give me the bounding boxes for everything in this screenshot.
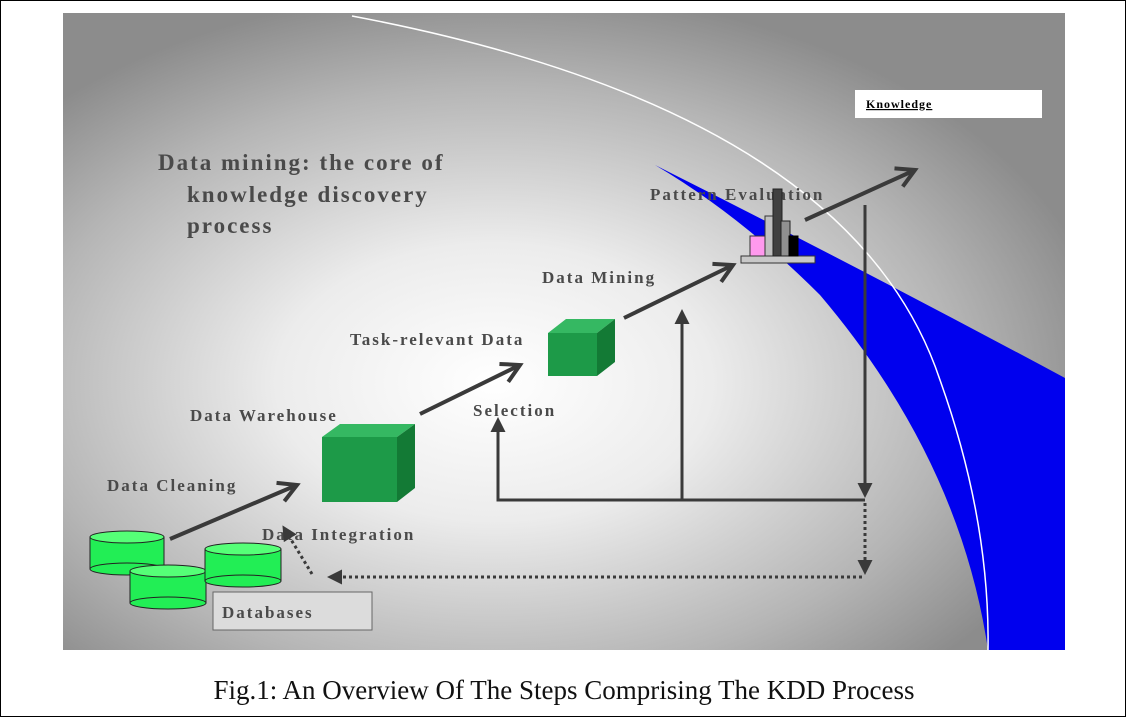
data-mining-label: Data Mining (542, 268, 656, 287)
database-cylinder-1 (89, 530, 165, 576)
arrow-databases-to-warehouse (169, 485, 297, 541)
curve-line (351, 15, 989, 651)
database-cylinder-3 (204, 542, 282, 588)
dotted-diagonal (282, 525, 314, 575)
feedback-bottom (490, 417, 865, 502)
bar-chart-icon (740, 188, 816, 264)
dotted-feedback (282, 503, 873, 585)
pattern-evaluation-label: Pattern Evaluation (650, 185, 824, 204)
arrow-task-to-mining (623, 265, 733, 320)
data-warehouse-cube (322, 424, 415, 502)
flow-arrows (169, 170, 915, 541)
selection-label: Selection (473, 401, 556, 420)
databases-label: Databases (222, 603, 314, 622)
figure-caption: Fig.1: An Overview Of The Steps Comprisi… (213, 675, 915, 705)
task-relevant-data-label: Task-relevant Data (350, 330, 524, 349)
data-warehouse-label: Data Warehouse (190, 406, 338, 425)
title-line-1: Data mining: the core of (158, 150, 444, 175)
blue-band (655, 165, 1065, 650)
arrow-warehouse-to-task (419, 365, 520, 416)
arrow-pattern-to-knowledge (804, 170, 915, 222)
databases-box (212, 591, 373, 631)
data-integration-label: Data Integration (262, 525, 415, 544)
database-cylinder-2 (129, 564, 207, 610)
diagram-title: Data mining: the core of knowledge disco… (158, 150, 452, 238)
knowledge-label: Knowledge (866, 97, 932, 111)
task-relevant-data-cube (548, 319, 615, 376)
feedback-arrows (490, 205, 873, 502)
knowledge-box (855, 90, 1042, 118)
title-line-2: knowledge discovery (187, 182, 429, 207)
title-line-3: process (187, 213, 273, 238)
data-cleaning-label: Data Cleaning (107, 476, 237, 495)
